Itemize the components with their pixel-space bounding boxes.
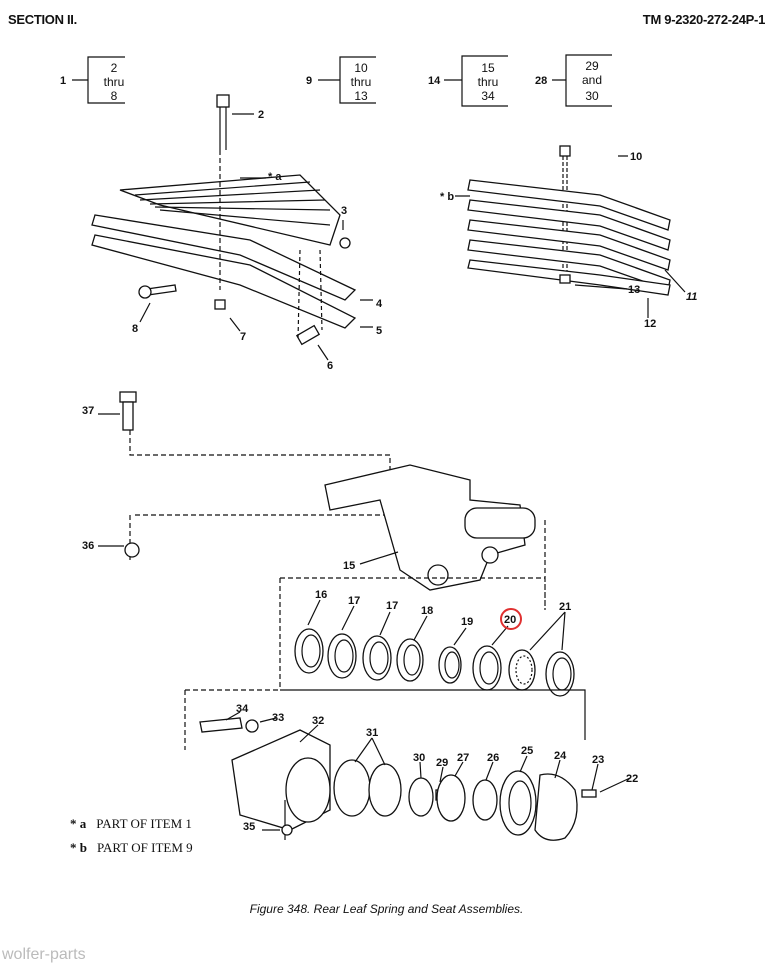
callout-10: 10 [630,151,642,163]
group-box-14: 14 15 thru 34 [428,55,508,107]
callout-24: 24 [554,750,567,762]
callout-33: 33 [272,712,284,724]
callout-7: 7 [240,331,246,343]
group-range-end: 13 [354,89,368,103]
callout-17: 17 [348,595,360,607]
callout-27: 27 [457,752,469,764]
group-box-28: 28 29 and 30 [535,54,612,107]
manual-number: TM 9-2320-272-24P-1 [642,12,766,27]
group-item-number: 28 [535,75,547,87]
section-heading: SECTION II. [8,12,77,27]
leaf-spring-assembly [91,94,357,346]
note-text: PART OF ITEM 9 [96,840,193,855]
callout-6: 6 [327,360,333,372]
callout-23: 23 [592,754,604,766]
spring-seat [119,391,546,690]
group-range-end: 30 [585,89,599,103]
callout-13: 13 [628,284,640,296]
group-box-9: 9 10 thru 13 [306,56,376,104]
note-a: * a PART OF ITEM 1 [70,816,192,832]
callout-16: 16 [315,589,327,601]
callout-11: 11 [686,291,697,303]
callout-30: 30 [413,752,425,764]
group-range-start: 2 [111,61,118,75]
group-item-number: 14 [428,75,441,87]
watermark: wolfer-parts [2,946,86,963]
callout-20: 20 [504,614,516,626]
callout-2: 2 [258,109,264,121]
group-range-word: thru [351,75,372,89]
callout-21: 21 [559,601,571,613]
callout-31: 31 [366,727,378,739]
note-mark: * a [70,816,87,831]
callout-labels: 2 * a 3 4 5 6 7 8 10 * b 11 12 13 37 36 … [82,109,697,833]
callout-15: 15 [343,560,355,572]
callout-34: 34 [236,703,249,715]
callout-36: 36 [82,540,94,552]
figure-caption: Figure 348. Rear Leaf Spring and Seat As… [249,902,524,916]
callout-5: 5 [376,325,382,337]
note-text: PART OF ITEM 1 [96,816,192,831]
callout-3: 3 [341,205,347,217]
callout-a: * a [268,171,282,183]
highlight-circle [500,608,522,630]
callout-29: 29 [436,757,448,769]
callout-8: 8 [132,323,138,335]
callout-37: 37 [82,405,94,417]
leaf-spring-assembly-right [467,145,671,296]
group-range-start: 29 [585,59,599,73]
callout-4: 4 [376,298,383,310]
bearing-rings [280,628,586,740]
callout-17: 17 [386,600,398,612]
note-b: * b PART OF ITEM 9 [70,840,193,856]
group-item-number: 1 [60,75,66,87]
callout-22: 22 [626,773,638,785]
group-item-number: 9 [306,75,312,87]
callout-35: 35 [243,821,255,833]
callout-32: 32 [312,715,324,727]
callout-b: * b [440,191,454,203]
callout-12: 12 [644,318,656,330]
group-range-end: 8 [111,89,118,103]
callout-19: 19 [461,616,473,628]
hub-assembly [184,689,597,841]
group-range-start: 10 [354,61,368,75]
group-range-word: thru [478,75,499,89]
group-box-1: 1 2 thru 8 [60,56,125,104]
group-range-word: and [582,73,602,87]
note-mark: * b [70,840,87,855]
group-range-word: thru [104,75,125,89]
callout-18: 18 [421,605,433,617]
callout-26: 26 [487,752,499,764]
callout-25: 25 [521,745,533,757]
group-range-end: 34 [481,89,495,103]
group-range-start: 15 [481,61,495,75]
